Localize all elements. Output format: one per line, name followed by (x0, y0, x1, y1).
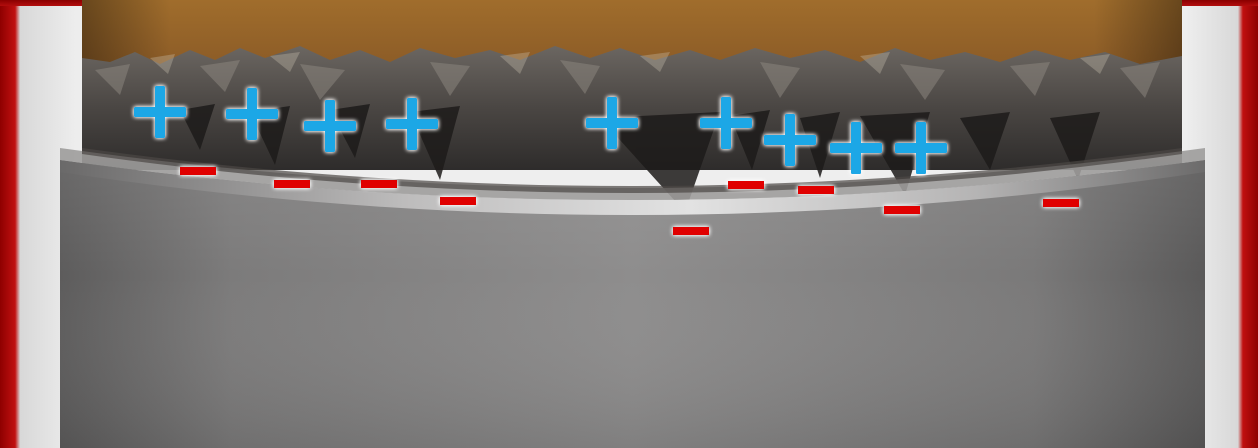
negative-charge (1043, 199, 1079, 207)
negative-charge (180, 167, 216, 175)
negative-charge (673, 227, 709, 235)
metal-electrode (60, 148, 1205, 448)
negative-charge (798, 186, 834, 194)
negative-charge (884, 206, 920, 214)
negative-charge (361, 180, 397, 188)
negative-charge (440, 197, 476, 205)
negative-charge (728, 181, 764, 189)
negative-charge (274, 180, 310, 188)
